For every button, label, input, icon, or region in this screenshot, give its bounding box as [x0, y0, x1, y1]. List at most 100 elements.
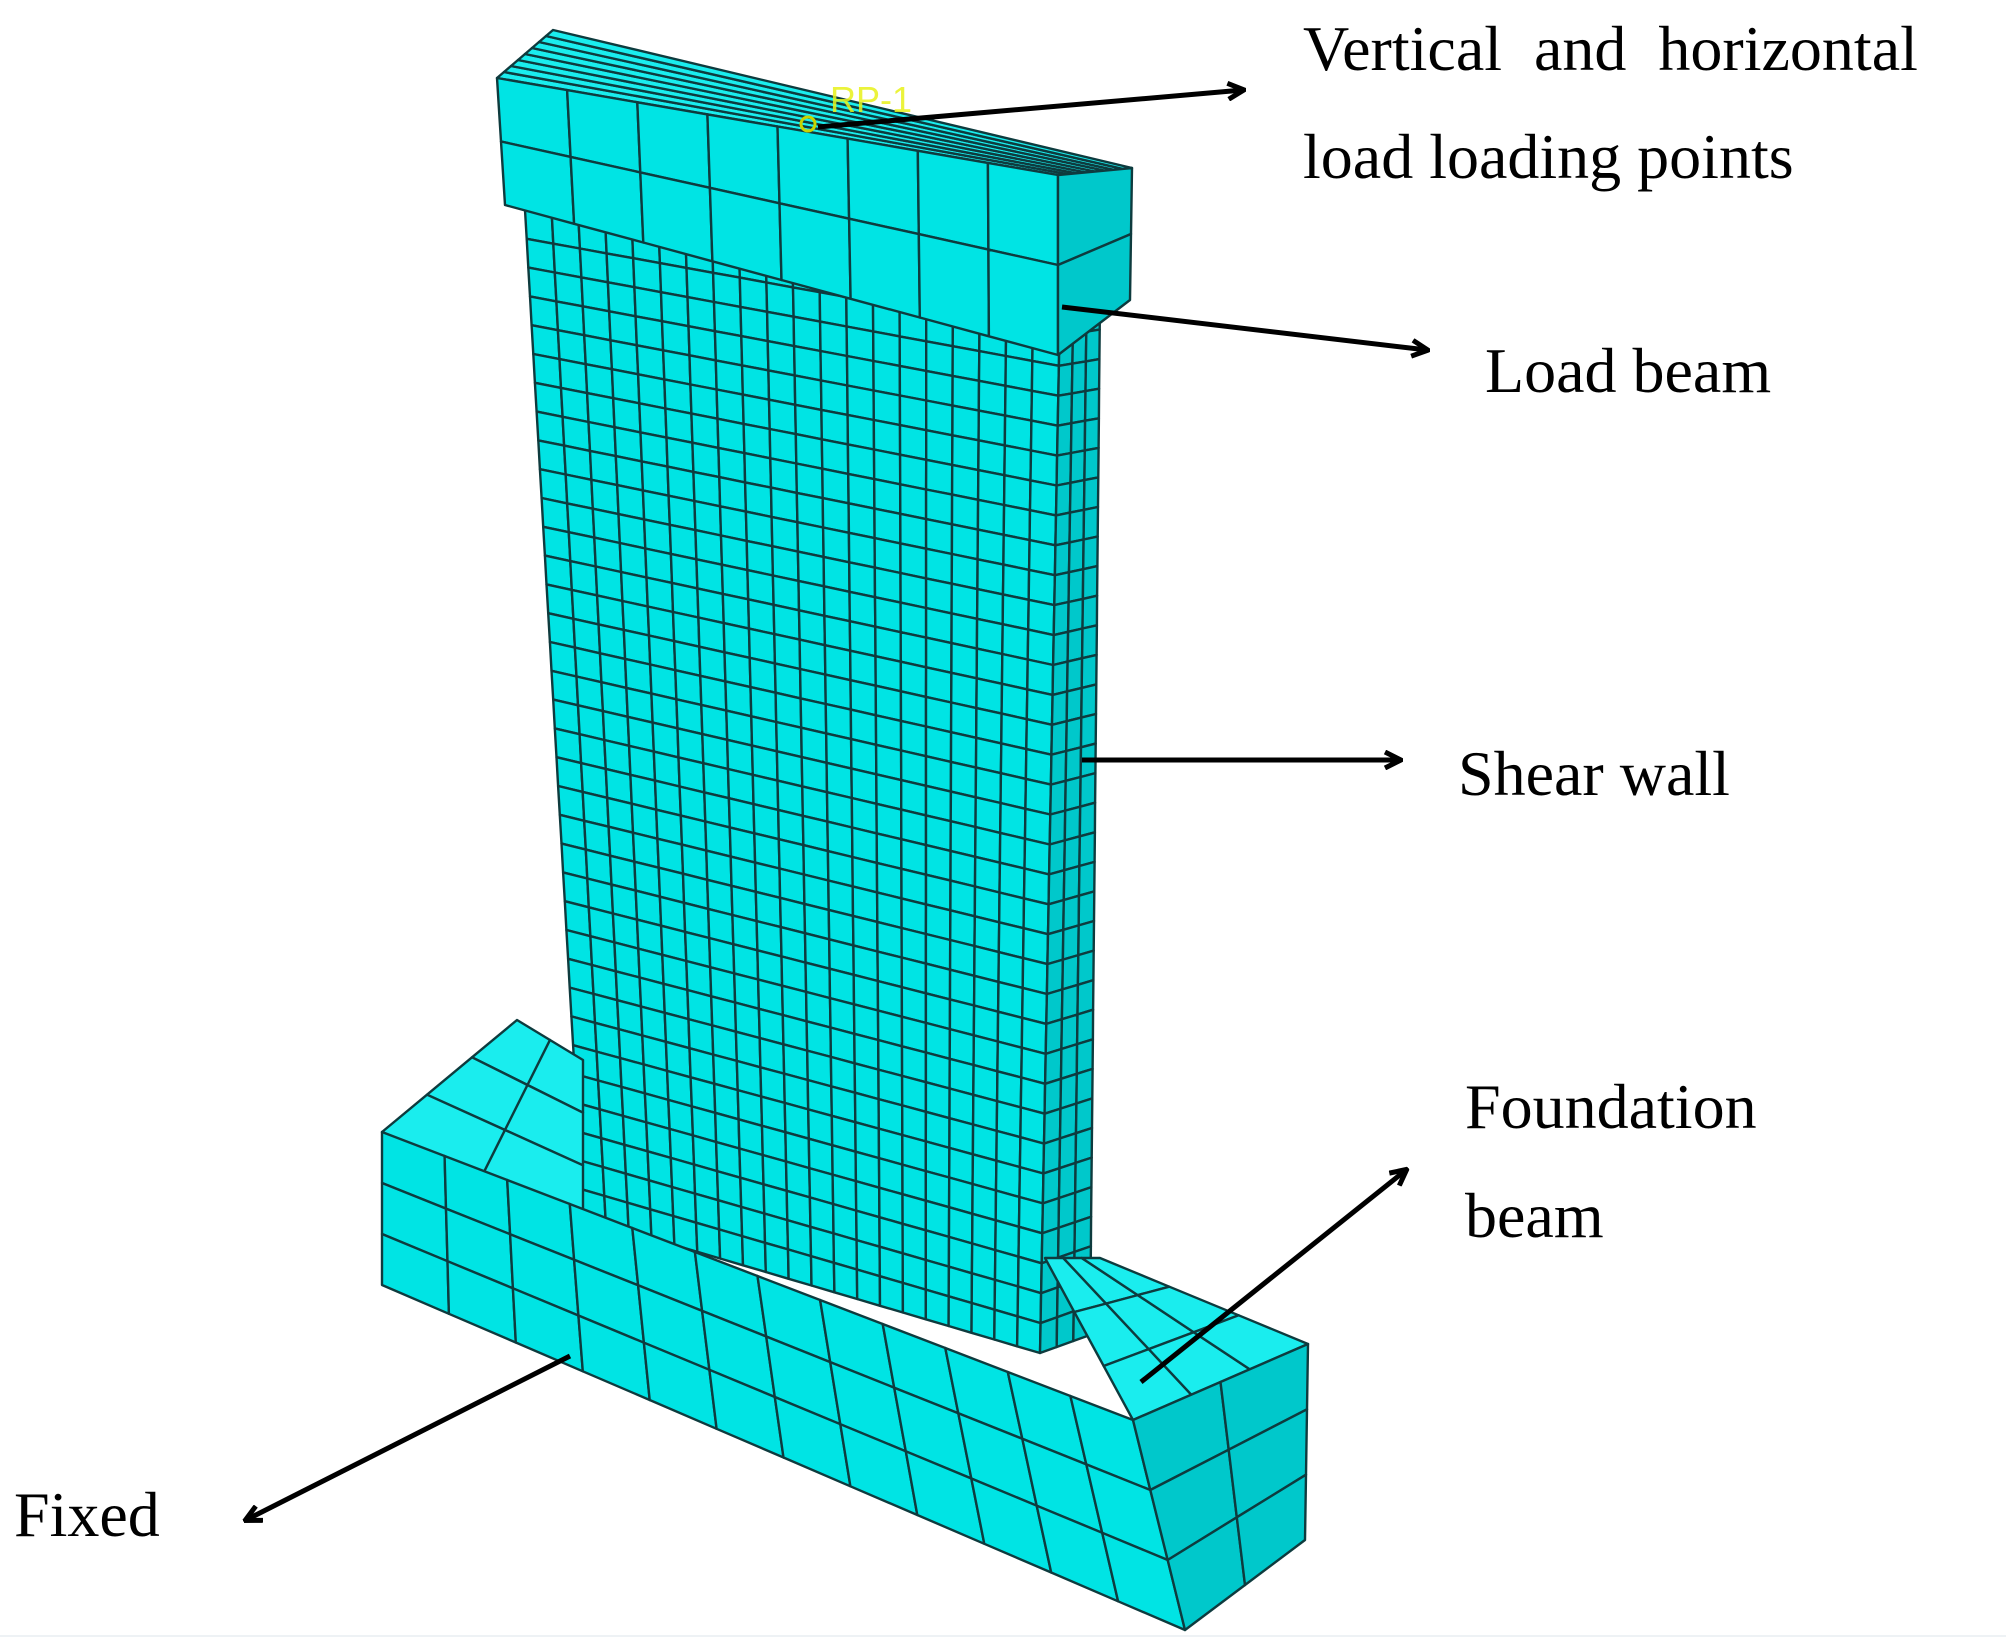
mesh-element [1078, 771, 1097, 808]
mesh-element [1062, 864, 1081, 902]
foundation-beam-arrow [1139, 1170, 1406, 1384]
mesh-element [1080, 683, 1098, 719]
mesh-element [1082, 505, 1100, 541]
mesh-element [1049, 779, 1067, 816]
mesh-element [1080, 624, 1099, 660]
mesh-element [786, 1248, 813, 1287]
annotation-labels: Vertical and horizontal load loading poi… [14, 13, 1918, 1550]
mesh-element [1081, 535, 1099, 571]
mesh-element [1067, 568, 1085, 604]
mesh-element [1052, 600, 1070, 637]
mesh-element [763, 1241, 790, 1281]
mesh-element [970, 1301, 996, 1341]
mesh-element [1055, 451, 1073, 487]
mesh-element [1067, 538, 1085, 574]
mesh-element [1049, 749, 1068, 786]
mesh-element [1063, 775, 1082, 812]
load-beam-side-face [1056, 166, 1134, 357]
mesh-element [1054, 511, 1072, 547]
mesh-element [1078, 801, 1097, 838]
mesh-element [1070, 389, 1087, 425]
mesh-element [1065, 686, 1083, 723]
annotation-arrows [246, 90, 1427, 1520]
reference-point-marker: RP-1 [799, 79, 912, 133]
loading-points-label-line-2: load loading points [1303, 121, 1794, 192]
mesh-element [1083, 446, 1100, 482]
mesh-element [717, 1228, 745, 1267]
mesh-element [1081, 564, 1099, 601]
mesh-element [1055, 422, 1073, 457]
mesh-element [901, 1281, 927, 1321]
mesh-element [1079, 712, 1098, 749]
mesh-element [1083, 417, 1101, 452]
fixed-label: Fixed [14, 1479, 160, 1550]
loading-points-arrow [817, 90, 1243, 130]
foundation-side-face [1131, 1342, 1310, 1632]
mesh-element [1050, 690, 1069, 726]
foundation-top-face-left [380, 1018, 585, 1220]
foundation-top-face-right [1043, 1256, 1310, 1422]
loading-points-label-line-1: Vertical and horizontal [1303, 13, 1918, 84]
mesh-element [917, 232, 991, 338]
foundation-beam-mesh [380, 1018, 1310, 1632]
mesh-element [1069, 419, 1087, 455]
mesh-element [832, 1261, 859, 1301]
mesh-element [1068, 508, 1086, 544]
fixed-arrow [246, 1353, 572, 1520]
mesh-element [809, 1254, 836, 1294]
mesh-element [1084, 328, 1101, 363]
reference-point-label: RP-1 [830, 79, 912, 120]
shear-wall-front-face [523, 208, 1062, 1355]
mesh-element [1077, 860, 1096, 897]
mesh-element [1047, 869, 1066, 906]
mesh-element [1084, 357, 1101, 393]
load-beam-front-face [495, 76, 1060, 357]
foundation-beam-label-line-2: beam [1465, 1180, 1604, 1251]
foundation-front-face [380, 1130, 1187, 1632]
mesh-element [1054, 481, 1072, 517]
mesh-element [1046, 898, 1066, 936]
mesh-element [1063, 835, 1082, 872]
mesh-element [1053, 541, 1071, 577]
finite-element-model: RP-1 [380, 28, 1310, 1632]
mesh-element [1056, 392, 1074, 427]
mesh-element [1077, 890, 1096, 927]
mesh-element [986, 161, 1060, 267]
mesh-element [1065, 657, 1084, 693]
mesh-element [987, 248, 1060, 357]
mesh-element [1053, 571, 1071, 607]
mesh-element [1080, 653, 1098, 690]
mesh-element [1064, 716, 1083, 753]
mesh-element [1235, 1473, 1308, 1587]
load-beam-mesh [495, 28, 1134, 357]
mesh-element [855, 1268, 882, 1308]
mesh-element [1051, 660, 1069, 697]
mesh-element [1068, 478, 1086, 514]
mesh-element [1064, 746, 1083, 782]
mesh-element [1082, 476, 1100, 511]
mesh-element [1078, 831, 1097, 868]
mesh-element [1069, 449, 1087, 484]
load-beam-top-face [495, 28, 1134, 177]
mesh-element [878, 1274, 905, 1314]
mesh-element [993, 1308, 1019, 1348]
mesh-element [1083, 387, 1101, 422]
mesh-element [947, 1295, 973, 1335]
reference-point-icon [799, 115, 817, 133]
mesh-element [1055, 1310, 1075, 1349]
mesh-element [740, 1234, 767, 1274]
mesh-element [1057, 362, 1074, 397]
mesh-element [1081, 594, 1099, 630]
foundation-beam-label-line-1: Foundation [1465, 1071, 1757, 1142]
mesh-element [1062, 894, 1081, 931]
mesh-element [924, 1288, 950, 1328]
mesh-element [916, 149, 990, 251]
mesh-element [1051, 630, 1070, 667]
mesh-element [1048, 809, 1067, 846]
shear-wall-mesh [523, 208, 1102, 1355]
mesh-element [1056, 232, 1133, 357]
mesh-element [1063, 805, 1082, 842]
shear-wall-label: Shear wall [1458, 738, 1730, 809]
load-beam-arrow [1061, 304, 1427, 350]
